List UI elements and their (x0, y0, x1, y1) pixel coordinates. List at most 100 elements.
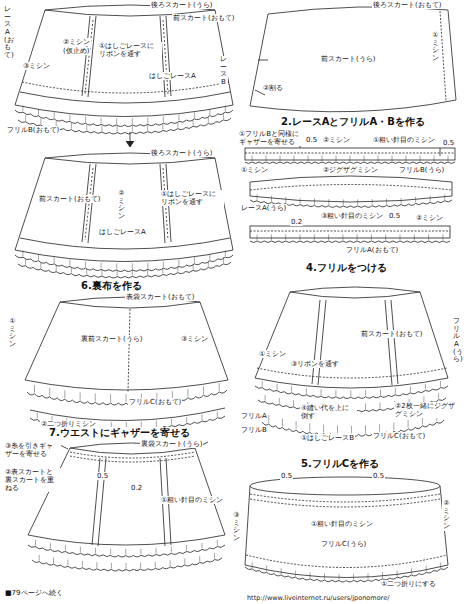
gather-line (95, 393, 96, 401)
callout-text: フリルA(うら) (452, 318, 461, 364)
gather-line (321, 389, 322, 395)
gather-line (395, 388, 396, 394)
ruffle-edge (250, 241, 450, 243)
gather-line (350, 390, 351, 396)
gather-line (392, 155, 393, 161)
gather-line (382, 572, 383, 578)
callout-text: はしごレースA (148, 72, 197, 80)
gather-line (171, 547, 172, 553)
gather-line (336, 155, 337, 161)
callout-text: フリルB(うら) (398, 166, 445, 174)
gather-line (414, 234, 415, 240)
gather-line (339, 574, 340, 580)
gather-line (385, 234, 386, 240)
callout-text: ②ミシン (415, 214, 444, 222)
gather-line (365, 404, 366, 410)
gather-line (193, 120, 194, 126)
gather-line (101, 263, 102, 269)
gather-line (209, 254, 210, 260)
gather-line (56, 265, 57, 271)
gather-line (285, 234, 286, 240)
gather-line (140, 563, 141, 569)
gather-line (335, 390, 336, 396)
gather-line (184, 558, 185, 564)
gather-line (365, 390, 366, 396)
callout-text: ②ジグザグミシン (322, 166, 379, 174)
gather-line (225, 251, 226, 257)
ruffle-edge (255, 386, 448, 398)
gather-line (80, 392, 81, 400)
gather-line (202, 414, 203, 420)
gather-line (266, 566, 267, 572)
ruffle-edge (15, 110, 233, 126)
gather-line (65, 545, 66, 551)
gather-line (262, 381, 263, 387)
callout-text: 裏袋スカート(うら) (140, 440, 203, 448)
gather-line (162, 124, 163, 130)
gather-line (438, 393, 439, 399)
gather-line (39, 555, 40, 561)
step-heading: 5.フリルCを作る (300, 458, 380, 470)
callout-text: (仮止め) (62, 47, 90, 55)
gather-line (371, 234, 372, 240)
callout-text: ③ミシン (180, 335, 209, 343)
gather-line (209, 109, 210, 115)
callout-text: 後ろスカート(うら) (150, 1, 213, 9)
gather-line (294, 155, 295, 161)
gather-line (178, 260, 179, 266)
callout-text: ④縫い代を上に倒す (300, 404, 357, 420)
gather-line (324, 573, 325, 579)
gather-line (281, 568, 282, 574)
gather-line (110, 394, 111, 402)
ruffle-edge (245, 162, 455, 164)
callout-text: ②ミシン (442, 500, 451, 531)
gather-line (265, 395, 266, 401)
gather-line (37, 413, 38, 419)
callout-text: フリルA(おもて) (345, 246, 399, 254)
gather-line (420, 155, 421, 161)
gather-line (35, 540, 36, 546)
gather-line (282, 419, 283, 427)
gather-line (350, 155, 351, 161)
gather-line (71, 267, 72, 273)
callout-text: 裏前スカート(うら) (80, 335, 143, 343)
gather-line (64, 390, 65, 398)
gather-line (178, 115, 179, 121)
callout-text: ①はしごレースB (300, 434, 355, 442)
gather-line (214, 553, 215, 559)
callout-text: ②2枚一緒にジグザグミシン (394, 402, 458, 418)
gather-line (219, 383, 220, 391)
gather-line (208, 261, 209, 267)
gather-line (49, 388, 50, 396)
gather-line (310, 572, 311, 578)
gather-line (25, 115, 26, 121)
gather-line (393, 422, 394, 430)
gather-line (426, 566, 427, 572)
gather-line (126, 563, 127, 569)
gather-line (440, 381, 441, 387)
gather-line (67, 560, 68, 566)
gather-line (448, 155, 449, 161)
gather-line (50, 543, 51, 549)
callout-text: フリルB(おもて) (6, 126, 60, 134)
gather-line (101, 270, 102, 276)
callout-text: はしごレースA (98, 228, 147, 236)
callout-text: ①粗い針目のミシン (310, 520, 374, 528)
gather-line (80, 547, 81, 553)
gather-line (271, 234, 272, 240)
callout-text: ③糸を引きギャザーを寄せる (4, 442, 61, 458)
callout-text: ①粗い針目のミシン (372, 136, 436, 144)
gather-line (351, 426, 352, 434)
gather-line (328, 234, 329, 240)
gather-line (147, 263, 148, 269)
gather-line (22, 106, 23, 112)
gather-line (82, 561, 83, 567)
gather-line (132, 118, 133, 124)
gather-line (186, 417, 187, 423)
gather-line (193, 264, 194, 270)
gather-line (296, 421, 297, 429)
callout-text: ②ミシン (117, 190, 126, 221)
callout-text: ①はしごレースにリボンを通す (98, 42, 162, 58)
callout-text: フリルB (240, 426, 268, 434)
gather-line (126, 394, 127, 402)
